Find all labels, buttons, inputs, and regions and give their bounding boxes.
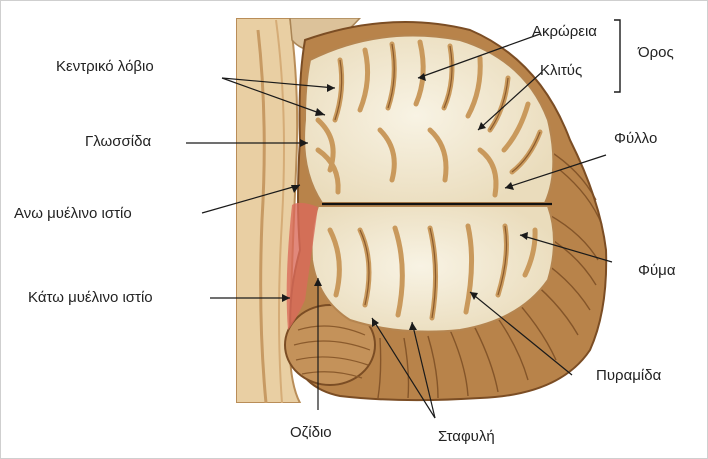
- label-central-lobule: Κεντρικό λόβιο: [56, 58, 154, 76]
- label-superior-velum: Ανω μυέλινο ιστίο: [14, 205, 132, 223]
- label-uvula: Σταφυλή: [438, 428, 495, 446]
- label-tuber: Φύμα: [638, 262, 676, 280]
- label-culmen: Ακρώρεια: [532, 23, 597, 41]
- label-pyramid: Πυραμίδα: [596, 367, 661, 385]
- label-inferior-velum: Κάτω μυέλινο ιστίο: [28, 289, 153, 307]
- label-lingula: Γλωσσίδα: [85, 133, 151, 151]
- monticulus-bracket: [614, 20, 620, 92]
- label-declive: Κλιτύς: [540, 62, 582, 80]
- label-monticulus: Όρος: [638, 44, 674, 62]
- label-folium: Φύλλο: [614, 130, 657, 148]
- label-nodule: Οζίδιο: [290, 424, 332, 442]
